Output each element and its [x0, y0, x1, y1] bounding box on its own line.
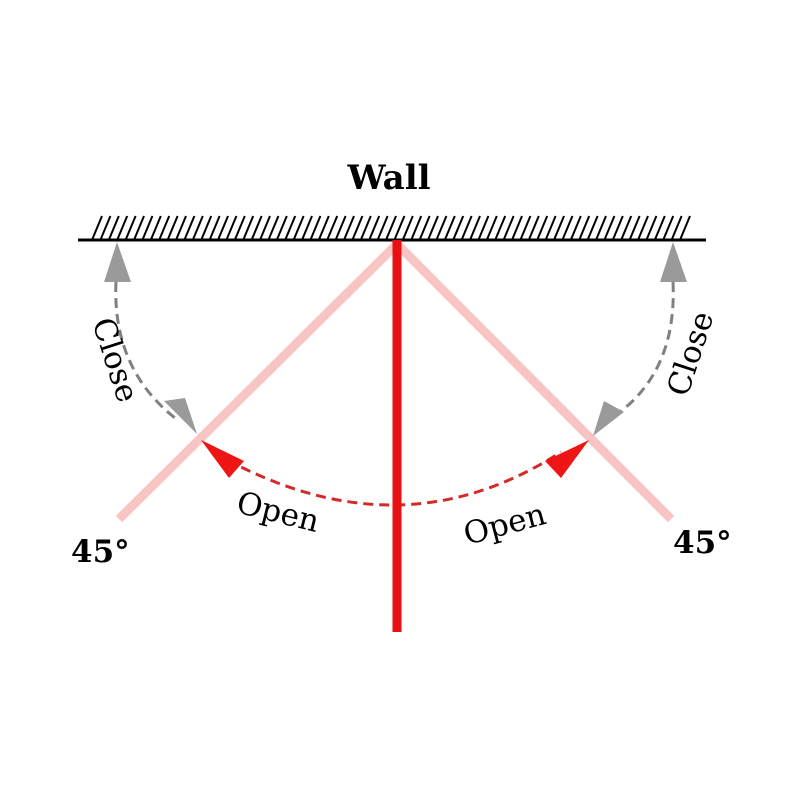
hatch-mark [569, 215, 582, 241]
hatch-mark [200, 215, 213, 241]
hatch-mark [427, 215, 439, 241]
hatch-mark [435, 215, 448, 241]
open-label-right: Open [460, 496, 550, 552]
hatch-mark [133, 215, 145, 241]
hatch-mark [553, 215, 565, 241]
hatch-mark [561, 215, 574, 241]
hatch-mark [225, 215, 238, 241]
close-arrowhead-right-top [660, 242, 687, 282]
hatch-mark [284, 215, 297, 241]
hatch-mark [359, 215, 372, 241]
close-label-right: Close [660, 307, 721, 400]
hatch-mark [401, 215, 414, 241]
hatch-mark [527, 215, 540, 241]
hatch-mark [368, 215, 381, 241]
hatch-mark [410, 215, 423, 241]
hatch-mark [452, 215, 465, 241]
hatch-mark [242, 215, 255, 241]
hatch-mark [343, 215, 355, 241]
hatch-mark [301, 215, 313, 241]
hatch-mark [653, 215, 666, 241]
hatch-mark [334, 215, 347, 241]
hatch-mark [175, 215, 187, 241]
open-arrowhead-left [201, 440, 244, 478]
close-label-left: Close [84, 313, 145, 406]
hatch-mark [166, 215, 179, 241]
wall-hatching [91, 215, 691, 241]
hatch-mark [611, 215, 624, 241]
hatch-mark [443, 215, 456, 241]
hatch-mark [309, 215, 322, 241]
hatch-mark [393, 215, 406, 241]
hatch-mark [645, 215, 658, 241]
hatch-mark [519, 215, 532, 241]
hatch-mark [116, 215, 129, 241]
hatch-mark [662, 215, 675, 241]
hatch-mark [250, 215, 263, 241]
hatch-mark [208, 215, 221, 241]
hatch-mark [317, 215, 330, 241]
hatch-mark [217, 215, 229, 241]
hatch-mark [376, 215, 389, 241]
close-arrowhead-left-top [104, 242, 131, 282]
door-open-left [115, 240, 401, 523]
hatch-mark [511, 215, 523, 241]
open-arrowhead-right [545, 440, 589, 478]
hatch-mark [586, 215, 599, 241]
hatch-mark [578, 215, 591, 241]
wall [78, 215, 706, 242]
hatch-mark [679, 215, 691, 241]
door-open-right [393, 240, 675, 523]
hatch-mark [418, 215, 431, 241]
hatch-mark [158, 215, 171, 241]
hatch-mark [385, 215, 397, 241]
hatch-mark [544, 215, 557, 241]
close-arrowhead-left-bottom [164, 398, 197, 434]
hatch-mark [124, 215, 137, 241]
hatch-mark [107, 215, 120, 241]
hatch-mark [670, 215, 683, 241]
close-arc-left [114, 281, 176, 420]
close-arrowhead-right-bottom [593, 401, 624, 436]
hatch-mark [99, 215, 112, 241]
wall-label: Wall [346, 158, 430, 198]
hatch-mark [477, 215, 490, 241]
hatch-mark [267, 215, 280, 241]
hatch-mark [502, 215, 515, 241]
hatch-mark [259, 215, 271, 241]
hatch-mark [149, 215, 162, 241]
hatch-mark [485, 215, 498, 241]
hatch-mark [469, 215, 481, 241]
hatch-mark [275, 215, 288, 241]
close-arc-right [619, 281, 675, 414]
hatch-mark [191, 215, 204, 241]
hatch-mark [494, 215, 507, 241]
hatch-mark [603, 215, 616, 241]
hatch-mark [141, 215, 154, 241]
hatch-mark [91, 215, 103, 241]
hatch-mark [595, 215, 607, 241]
hatch-mark [460, 215, 473, 241]
hatch-mark [351, 215, 364, 241]
hatch-mark [620, 215, 633, 241]
hatch-mark [628, 215, 641, 241]
hatch-mark [637, 215, 649, 241]
angle-label-right: 45° [673, 525, 732, 561]
hatch-mark [233, 215, 246, 241]
hatch-mark [183, 215, 196, 241]
hatch-mark [326, 215, 339, 241]
hatch-mark [536, 215, 549, 241]
angle-label-left: 45° [71, 534, 130, 570]
hatch-mark [292, 215, 305, 241]
open-arc [212, 450, 562, 507]
